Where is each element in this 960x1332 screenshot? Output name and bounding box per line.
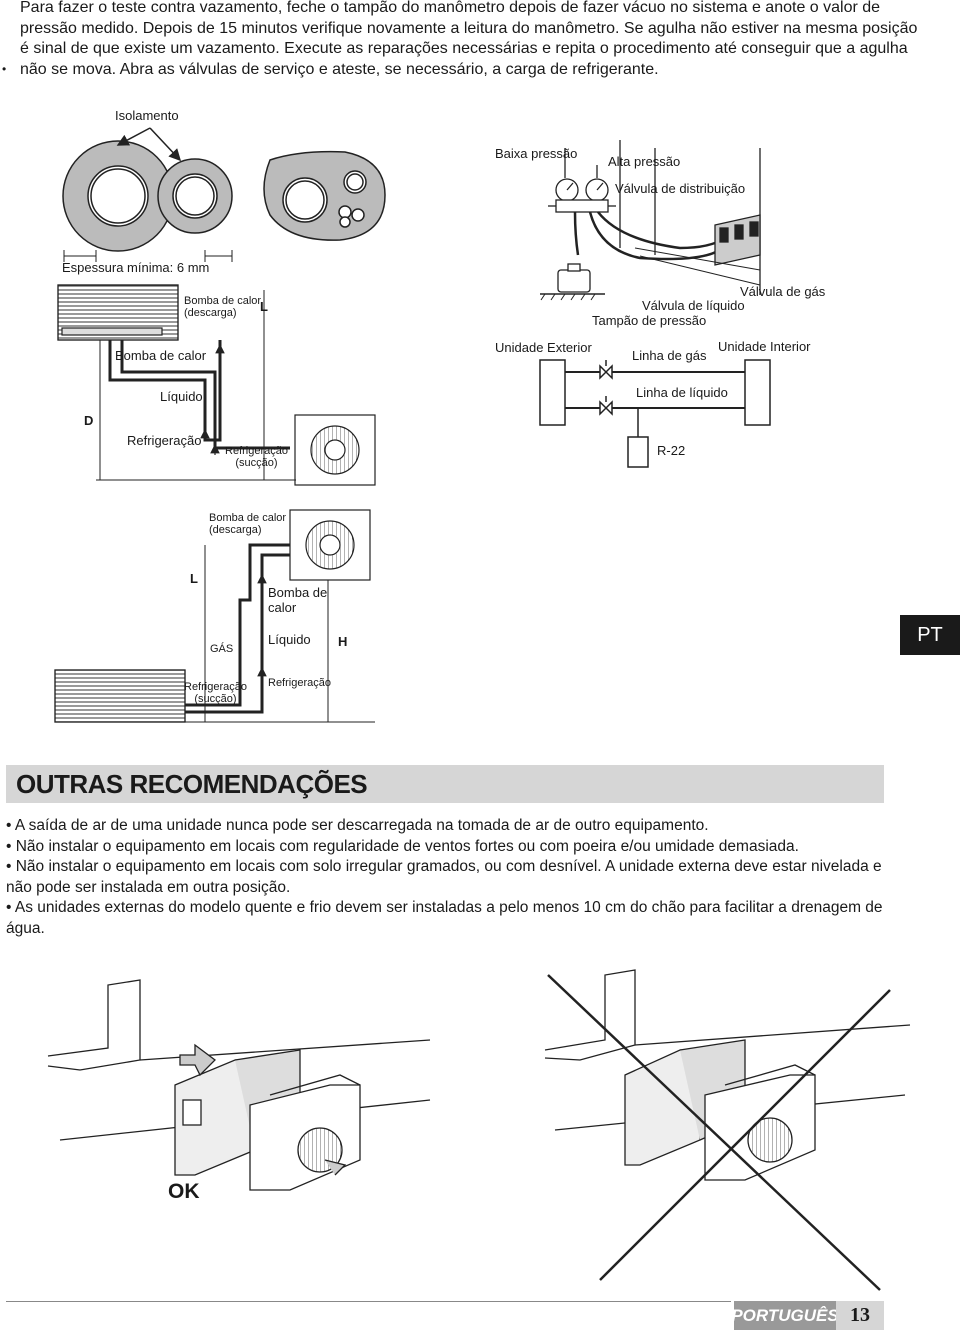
install2-heat-pump-label: Bomba de calor bbox=[268, 585, 328, 615]
install2-H-label: H bbox=[338, 634, 348, 649]
section-header: OUTRAS RECOMENDAÇÕES bbox=[6, 765, 884, 803]
intro-bullet: • bbox=[2, 62, 7, 76]
install1-liquid-label: Líquido bbox=[160, 389, 203, 404]
install1-refrig-label: Refrigeração bbox=[127, 433, 202, 448]
refrigerant-label: R-22 bbox=[657, 443, 686, 458]
installation-diagram-1 bbox=[57, 284, 376, 486]
footer-rule bbox=[6, 1301, 731, 1302]
recommendation-item: • As unidades externas do modelo quente … bbox=[6, 899, 883, 937]
ok-label: OK bbox=[168, 1180, 200, 1203]
install2-L-label: L bbox=[190, 571, 198, 586]
not-ok-illustration bbox=[544, 969, 911, 1291]
install2-refrig-suction-label: Refrigeração (sucção) bbox=[184, 681, 247, 705]
page-number: 13 bbox=[836, 1301, 884, 1330]
pressure-cap-label: Tampão de pressão bbox=[592, 313, 707, 328]
manifold-valve-label: Válvula de distribuição bbox=[615, 181, 746, 196]
insulation-diagram bbox=[62, 127, 386, 262]
install1-D-label: D bbox=[84, 413, 94, 428]
install1-heat-pump-label: Bomba de calor bbox=[115, 348, 207, 363]
footer-language: PORTUGUÊS bbox=[731, 1301, 839, 1330]
section-title: OUTRAS RECOMENDAÇÕES bbox=[16, 769, 368, 799]
installation-diagram-2 bbox=[54, 509, 375, 723]
outdoor-unit-label: Unidade Exterior bbox=[495, 340, 592, 355]
recommendation-item: • Não instalar o equipamento em locais c… bbox=[6, 858, 882, 896]
gauge-manifold-diagram bbox=[540, 140, 761, 301]
high-pressure-label: Alta pressão bbox=[608, 154, 681, 169]
refrigerant-circuit bbox=[539, 359, 771, 468]
install2-refrig-label: Refrigeração bbox=[268, 677, 331, 689]
low-pressure-label: Baixa pressão bbox=[495, 146, 578, 161]
recommendation-item: • A saída de ar de uma unidade nunca pod… bbox=[6, 817, 709, 834]
install1-hp-discharge-label: Bomba de calor (descarga) bbox=[184, 295, 262, 319]
install2-gas-label: GÁS bbox=[210, 643, 234, 655]
recommendations-list: • A saída de ar de uma unidade nunca pod… bbox=[6, 816, 886, 939]
recommendation-item: • Não instalar o equipamento em locais c… bbox=[6, 837, 799, 855]
gas-valve-label: Válvula de gás bbox=[740, 284, 826, 299]
insulation-thickness-label: Espessura mínima: 6 mm bbox=[62, 260, 210, 275]
gas-line-label: Linha de gás bbox=[632, 348, 707, 363]
language-tab: PT bbox=[900, 615, 960, 655]
install1-L-label: L bbox=[260, 299, 268, 314]
install1-refrig-suction-label: Refrigeração (sucção) bbox=[225, 445, 288, 469]
insulation-title: Isolamento bbox=[115, 108, 179, 123]
indoor-unit-label: Unidade Interior bbox=[718, 339, 811, 354]
intro-paragraph: Para fazer o teste contra vazamento, fec… bbox=[20, 0, 918, 78]
liquid-line-label: Linha de líquido bbox=[636, 385, 728, 400]
install2-liquid-label: Líquido bbox=[268, 632, 311, 647]
install2-hp-discharge-label: Bomba de calor (descarga) bbox=[209, 512, 287, 536]
liquid-valve-label: Válvula de líquido bbox=[642, 298, 745, 313]
ok-illustration bbox=[47, 979, 431, 1191]
